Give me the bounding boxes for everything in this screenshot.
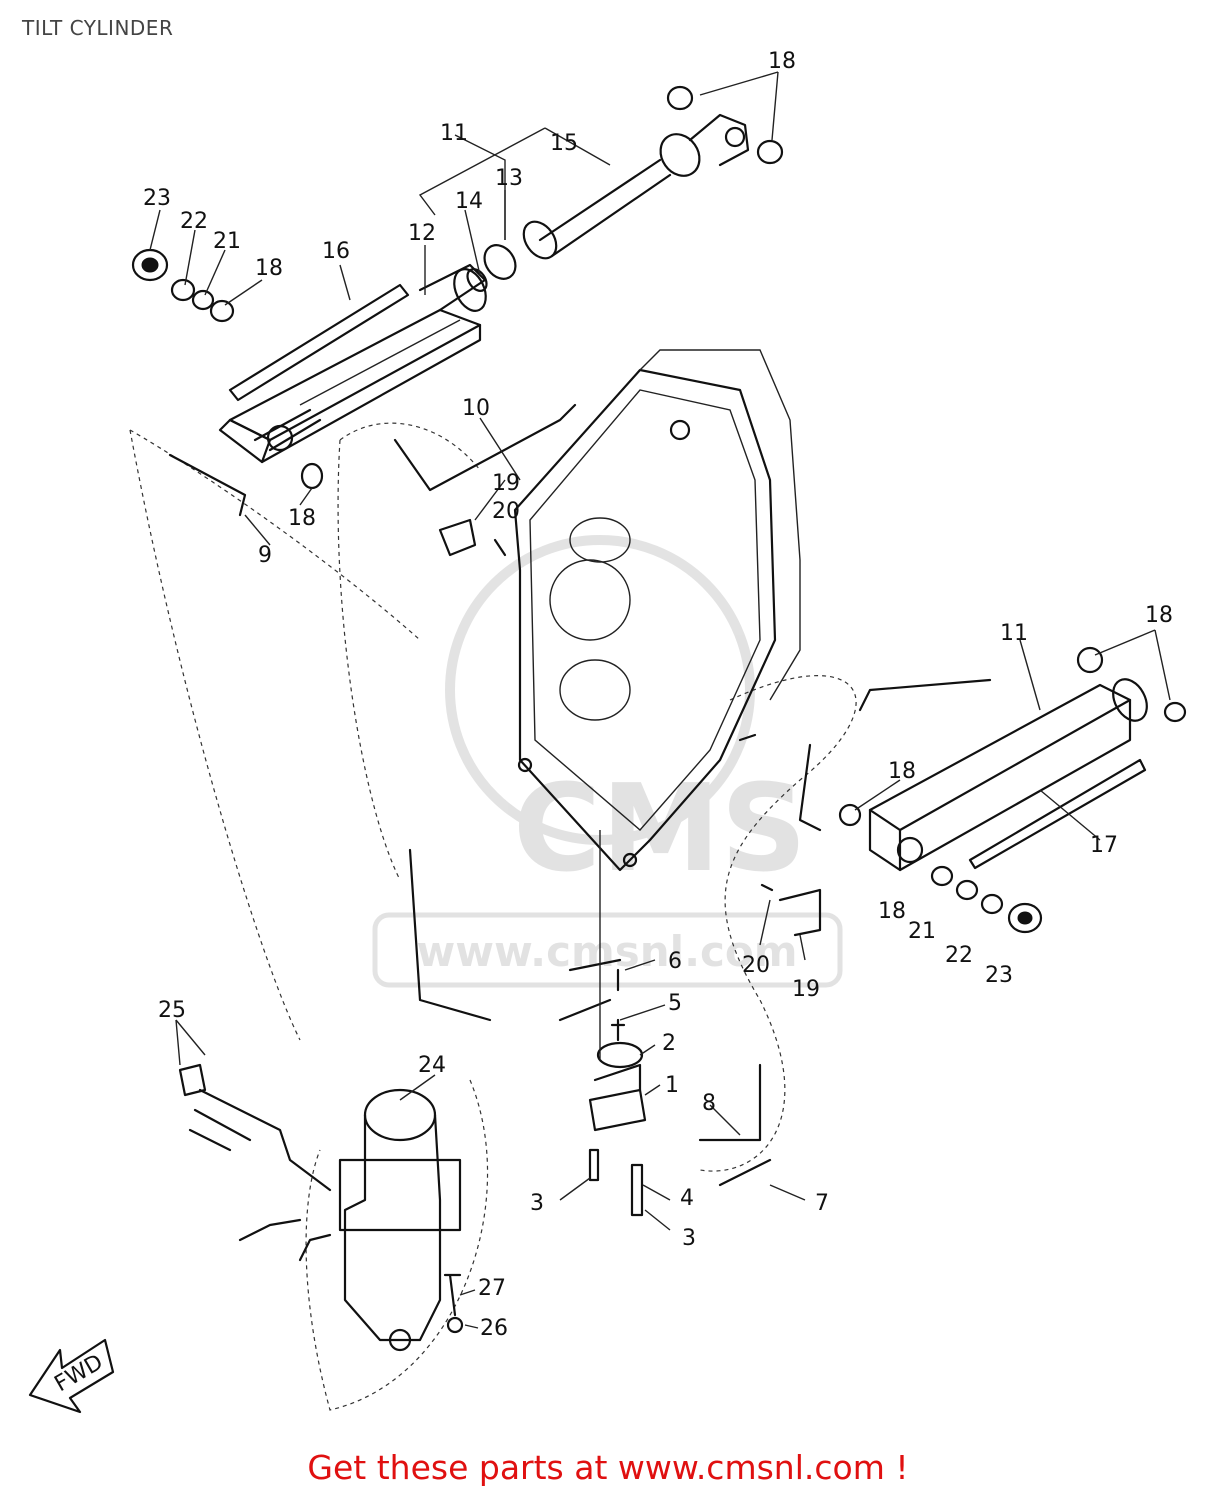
watermark-url-text: www.cmsnl.com — [416, 927, 797, 976]
callout-21: 21 — [213, 229, 241, 254]
bracket-outline-right — [699, 675, 857, 1172]
callout-11: 11 — [1000, 621, 1028, 646]
callout-11: 11 — [440, 121, 468, 146]
callout-7: 7 — [815, 1191, 829, 1216]
callout-1: 1 — [665, 1073, 679, 1098]
footer-parts-link[interactable]: Get these parts at www.cmsnl.com ! — [307, 1448, 909, 1487]
callout-18: 18 — [288, 506, 316, 531]
leader-lines — [149, 71, 1171, 1329]
callout-13: 13 — [495, 166, 523, 191]
upper-end-fittings — [131, 85, 784, 490]
callout-17: 17 — [1090, 833, 1118, 858]
callout-12: 12 — [408, 221, 436, 246]
callout-21: 21 — [908, 919, 936, 944]
callout-18: 18 — [878, 899, 906, 924]
callout-5: 5 — [668, 991, 682, 1016]
callout-19: 19 — [492, 471, 520, 496]
callout-18: 18 — [888, 759, 916, 784]
watermark: CMS www.cmsnl.com — [372, 535, 843, 988]
callout-22: 22 — [180, 209, 208, 234]
callout-25: 25 — [158, 998, 186, 1023]
fwd-arrow: FWD — [28, 1338, 115, 1414]
callout-9: 9 — [258, 543, 272, 568]
callout-27: 27 — [478, 1276, 506, 1301]
callout-10: 10 — [462, 396, 490, 421]
callout-20: 20 — [742, 953, 770, 978]
callout-23: 23 — [143, 186, 171, 211]
tilt-rod-15 — [466, 113, 750, 292]
callout-20: 20 — [492, 499, 520, 524]
callouts: 18 11 15 13 14 12 23 22 21 18 16 10 19 2… — [143, 49, 1173, 1341]
callout-16: 16 — [322, 239, 350, 264]
callout-26: 26 — [480, 1316, 508, 1341]
callout-19: 19 — [792, 977, 820, 1002]
hydraulic-pipes — [168, 403, 992, 1262]
callout-18: 18 — [1145, 603, 1173, 628]
lower-tilt-cylinder — [738, 646, 1187, 937]
callout-2: 2 — [662, 1031, 676, 1056]
bracket-outline-top — [337, 422, 481, 881]
callout-8: 8 — [702, 1091, 716, 1116]
callout-24: 24 — [418, 1053, 446, 1078]
upper-tilt-cylinder — [218, 263, 487, 464]
callout-22: 22 — [945, 943, 973, 968]
page-title: TILT CYLINDER — [22, 16, 174, 40]
callout-18: 18 — [255, 256, 283, 281]
callout-3: 3 — [530, 1191, 544, 1216]
callout-4: 4 — [680, 1186, 694, 1211]
callout-23: 23 — [985, 963, 1013, 988]
callout-18: 18 — [768, 49, 796, 74]
bracket-plate — [513, 349, 801, 872]
pump-assembly — [588, 830, 647, 1217]
harness-25 — [178, 1063, 332, 1192]
strip-16 — [228, 283, 410, 402]
callout-6: 6 — [668, 949, 682, 974]
callout-3: 3 — [682, 1226, 696, 1251]
callout-14: 14 — [455, 189, 483, 214]
callout-15: 15 — [550, 131, 578, 156]
upper-clamp — [438, 518, 507, 557]
bracket-outline — [129, 429, 489, 1411]
tilt-motor — [338, 1088, 464, 1352]
